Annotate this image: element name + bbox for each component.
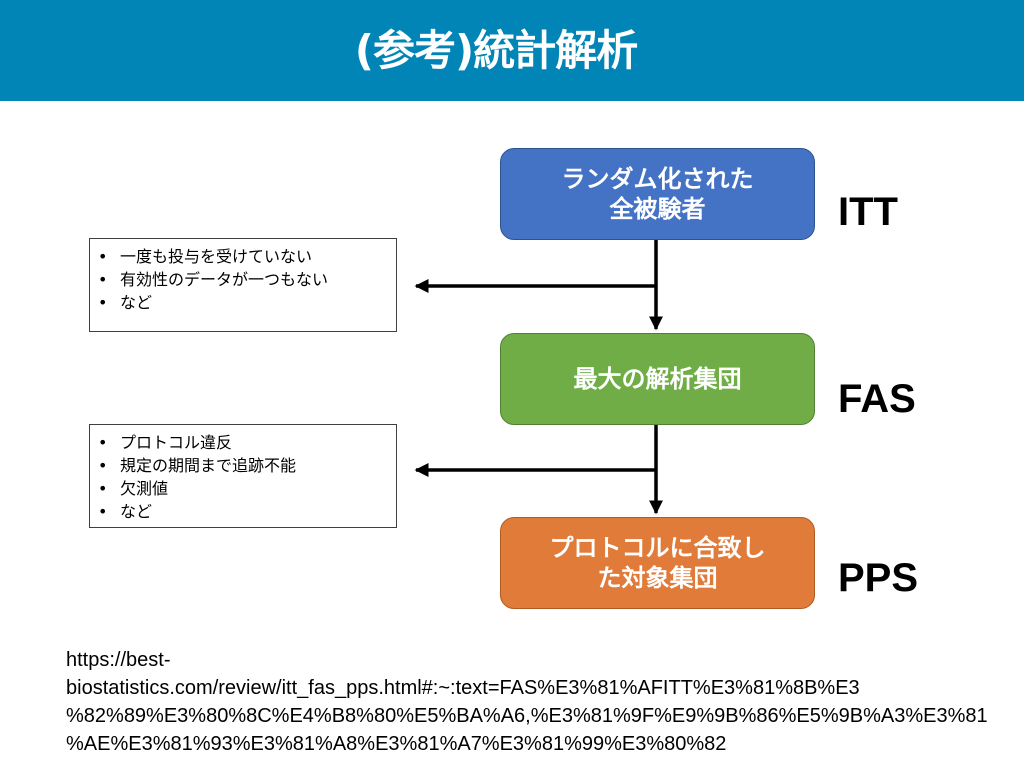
- exclusion-item: • 一度も投与を受けていない: [98, 245, 396, 268]
- exclusion-item: • 有効性のデータが一つもない: [98, 268, 396, 291]
- source-url-line: %82%89%E3%80%8C%E4%B8%80%E5%BA%A6,%E3%81…: [66, 705, 988, 727]
- label-pps: PPS: [838, 556, 919, 600]
- label-itt: ITT: [838, 190, 898, 234]
- source-url-line: %AE%E3%81%93%E3%81%A8%E3%81%A7%E3%81%99%…: [66, 733, 727, 755]
- exclusion-text: 規定の期間まで追跡不能: [120, 456, 297, 475]
- node-text-line: 全被験者: [609, 195, 706, 223]
- source-url-line: biostatistics.com/review/itt_fas_pps.htm…: [66, 677, 860, 699]
- exclusion-box-fas: • プロトコル違反 • 規定の期間まで追跡不能 • 欠測値 • など: [89, 424, 397, 528]
- exclusion-text: プロトコル違反: [120, 433, 233, 452]
- bullet-icon: •: [98, 247, 108, 266]
- exclusion-text: 一度も投与を受けていない: [120, 247, 313, 266]
- bullet-icon: •: [98, 270, 108, 289]
- exclusion-text: など: [120, 502, 153, 521]
- node-text-line: 最大の解析集団: [573, 365, 742, 393]
- node-per-protocol-set: プロトコルに合致し た対象集団: [500, 517, 815, 609]
- exclusion-item: • など: [98, 500, 396, 523]
- bullet-icon: •: [98, 293, 108, 312]
- page-title: (参考)統計解析: [354, 26, 638, 75]
- node-full-analysis-set: 最大の解析集団: [500, 333, 815, 425]
- exclusion-item: • プロトコル違反: [98, 431, 396, 454]
- source-url-line: https://best-: [66, 649, 171, 671]
- bullet-icon: •: [98, 479, 108, 498]
- node-text-line: プロトコルに合致し: [549, 534, 766, 562]
- exclusion-item: • 規定の期間まで追跡不能: [98, 454, 396, 477]
- exclusion-item: • 欠測値: [98, 477, 396, 500]
- exclusion-text: 欠測値: [120, 479, 169, 498]
- node-text-line: ランダム化された: [561, 165, 754, 193]
- exclusion-text: 有効性のデータが一つもない: [120, 270, 329, 289]
- node-text-line: た対象集団: [597, 564, 718, 592]
- source-url[interactable]: https://best- biostatistics.com/review/i…: [66, 646, 988, 758]
- node-randomized-subjects: ランダム化された 全被験者: [500, 148, 815, 240]
- bullet-icon: •: [98, 456, 108, 475]
- title-bar: (参考)統計解析: [0, 0, 1024, 101]
- exclusion-item: • など: [98, 291, 396, 314]
- bullet-icon: •: [98, 433, 108, 452]
- exclusion-text: など: [120, 293, 153, 312]
- exclusion-box-itt: • 一度も投与を受けていない • 有効性のデータが一つもない • など: [89, 238, 397, 332]
- label-fas: FAS: [838, 377, 916, 421]
- bullet-icon: •: [98, 502, 108, 521]
